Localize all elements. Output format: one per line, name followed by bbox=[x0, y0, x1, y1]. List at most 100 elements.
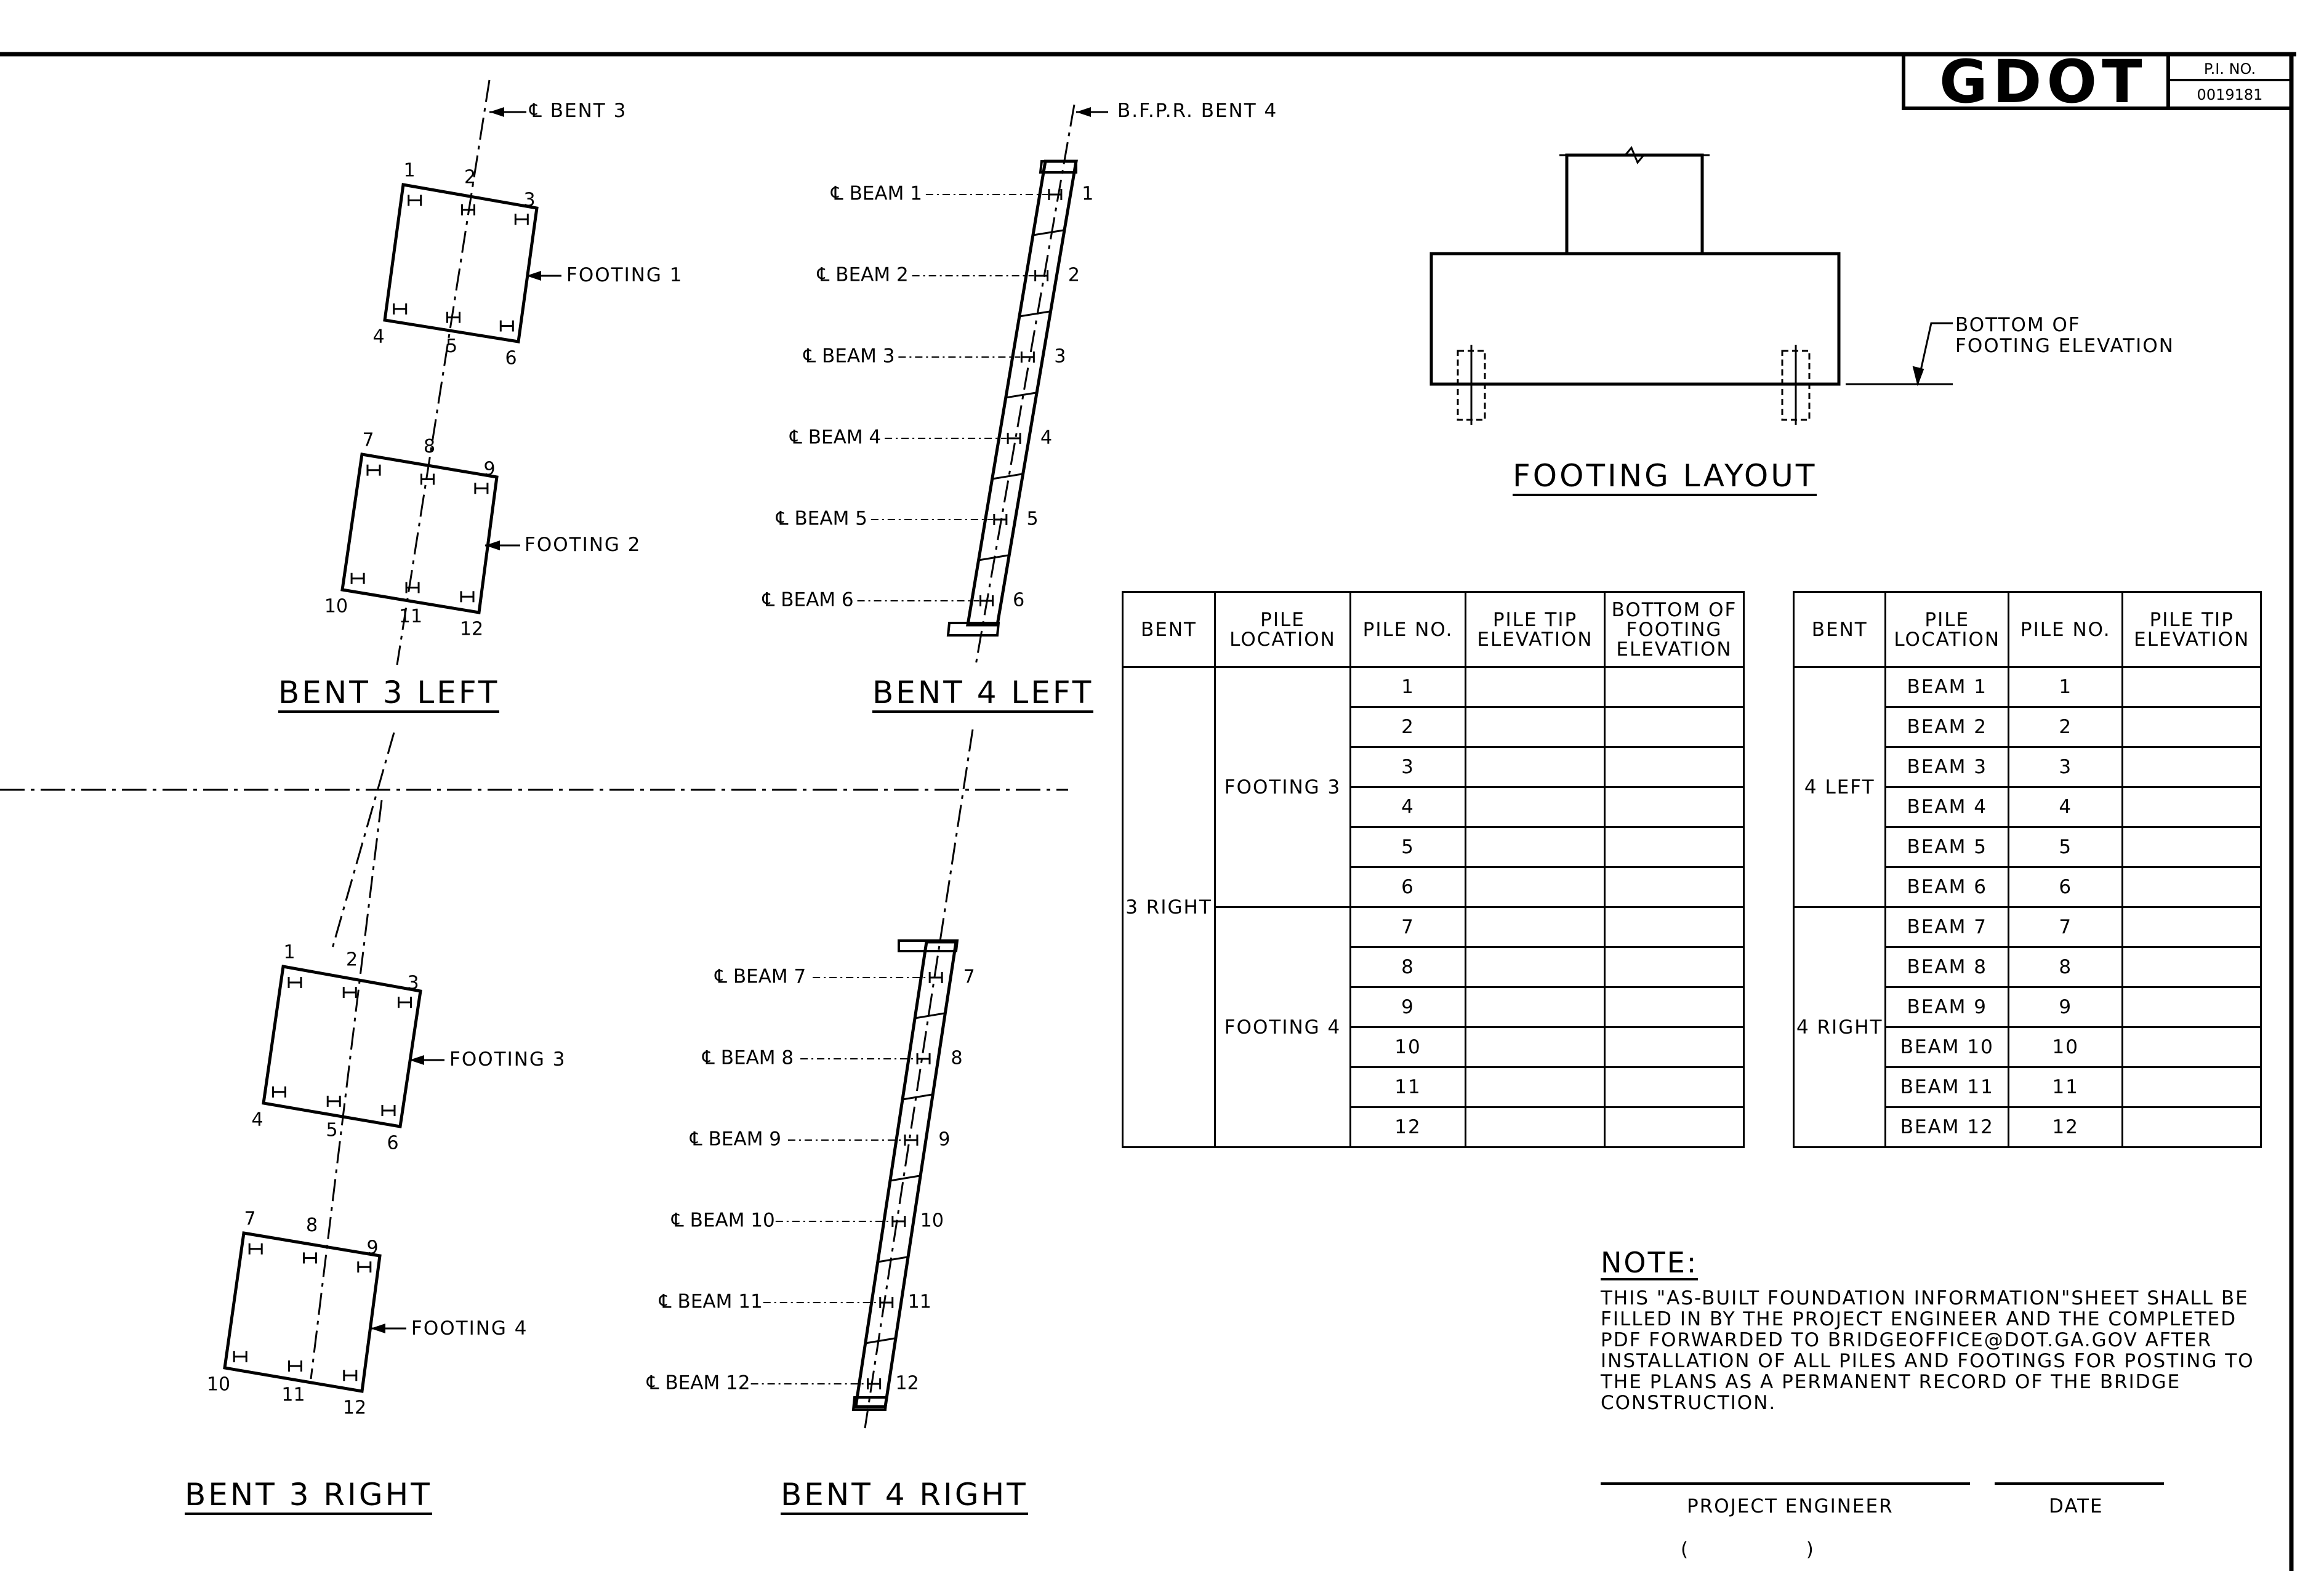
pile-tip-entry[interactable] bbox=[2121, 786, 2262, 828]
footing-elev-entry[interactable] bbox=[1604, 826, 1745, 868]
pile-no-cell: 3 bbox=[2008, 746, 2124, 788]
segment-divider bbox=[978, 554, 1009, 561]
pile-tip-entry[interactable] bbox=[1465, 746, 1606, 788]
pile-mark bbox=[408, 195, 422, 206]
pile-tip-entry[interactable] bbox=[1465, 1106, 1606, 1148]
pile-tip-entry[interactable] bbox=[1465, 1066, 1606, 1108]
beam-centerline-label: ℄ BEAM 3 bbox=[803, 345, 895, 368]
bottom-of-footing-callout-1: BOTTOM OF bbox=[1955, 314, 2081, 336]
pile-tip-entry[interactable] bbox=[2121, 1066, 2262, 1108]
pile-no-cell: 7 bbox=[1349, 906, 1466, 948]
pile-tip-entry[interactable] bbox=[2121, 946, 2262, 988]
pile-number-label: 3 bbox=[1054, 346, 1066, 368]
arrowhead bbox=[371, 1324, 385, 1333]
footing-elev-entry[interactable] bbox=[1604, 1026, 1745, 1068]
pile-tip-entry[interactable] bbox=[1465, 1026, 1606, 1068]
foundation-table-bent3: BENT PILE LOCATION PILE NO. PILE TIP ELE… bbox=[1122, 591, 1745, 1148]
footing-elev-entry[interactable] bbox=[1604, 666, 1745, 708]
pile-number-label: 5 bbox=[446, 335, 457, 357]
pile-tip-entry[interactable] bbox=[1465, 706, 1606, 748]
footing-elev-entry[interactable] bbox=[1604, 1066, 1745, 1108]
footing-1-outline bbox=[383, 183, 539, 344]
header-pile-location: PILE LOCATION bbox=[1214, 591, 1351, 668]
pile-tip-entry[interactable] bbox=[2121, 866, 2262, 908]
pile-number-label: 4 bbox=[1040, 427, 1052, 449]
pile-no-cell: 11 bbox=[1349, 1066, 1466, 1108]
pile-number-label: 8 bbox=[951, 1048, 963, 1069]
pile-tip-entry[interactable] bbox=[2121, 1026, 2262, 1068]
bent4-bfpr-label: B.F.P.R. BENT 4 bbox=[1117, 100, 1278, 122]
pile-number-label: 11 bbox=[908, 1292, 931, 1313]
footing-elev-entry[interactable] bbox=[1604, 986, 1745, 1028]
footing-elev-entry[interactable] bbox=[1604, 786, 1745, 828]
pile-tip-entry[interactable] bbox=[1465, 866, 1606, 908]
pile-mark bbox=[1048, 189, 1063, 200]
pile-number-label: 12 bbox=[343, 1397, 366, 1419]
footing-elev-entry[interactable] bbox=[1604, 1106, 1745, 1148]
pile-mark bbox=[904, 1135, 919, 1146]
pile-tip-entry[interactable] bbox=[1465, 986, 1606, 1028]
segment-divider bbox=[877, 1256, 908, 1263]
footing-elev-entry[interactable] bbox=[1604, 706, 1745, 748]
header-pile-no: PILE NO. bbox=[2008, 591, 2124, 668]
pile-number-label: 6 bbox=[1013, 590, 1024, 611]
pile-tip-entry[interactable] bbox=[1465, 946, 1606, 988]
cap-end-block bbox=[898, 939, 959, 952]
pile-number-label: 12 bbox=[460, 619, 483, 640]
beam-centerline-label: ℄ BEAM 9 bbox=[690, 1128, 781, 1151]
pile-mark bbox=[460, 591, 475, 603]
pile-no-cell: 8 bbox=[2008, 946, 2124, 988]
pile-tip-entry[interactable] bbox=[1465, 786, 1606, 828]
pile-location-cell: BEAM 2 bbox=[1884, 706, 2010, 748]
pile-no-cell: 11 bbox=[2008, 1066, 2124, 1108]
segment-divider bbox=[865, 1337, 895, 1344]
bent4-right-cap-outline bbox=[854, 940, 958, 1408]
pile-tip-entry[interactable] bbox=[2121, 826, 2262, 868]
footing-elev-entry[interactable] bbox=[1604, 946, 1745, 988]
pile-mark bbox=[272, 1086, 286, 1098]
pile-tip-entry[interactable] bbox=[2121, 906, 2262, 948]
footing-elev-entry[interactable] bbox=[1604, 906, 1745, 948]
footing-elev-entry[interactable] bbox=[1604, 746, 1745, 788]
segment-divider bbox=[914, 1012, 945, 1019]
footing-elev-entry[interactable] bbox=[1604, 866, 1745, 908]
pile-mark bbox=[867, 1378, 882, 1389]
header-bent: BENT bbox=[1792, 591, 1887, 668]
segment-divider bbox=[1032, 229, 1064, 236]
pile-number-label: 10 bbox=[207, 1374, 230, 1396]
arrowhead bbox=[409, 1055, 424, 1065]
pile-tip-entry[interactable] bbox=[2121, 746, 2262, 788]
pile-mark bbox=[288, 1360, 302, 1372]
pile-no-cell: 10 bbox=[2008, 1026, 2124, 1068]
pile-no-cell: 9 bbox=[1349, 986, 1466, 1028]
header-pile-tip-elevation: PILE TIP ELEVATION bbox=[1465, 591, 1606, 668]
engineer-name-parentheses: ( ) bbox=[1681, 1538, 1815, 1561]
pile-tip-entry[interactable] bbox=[1465, 826, 1606, 868]
arrowhead bbox=[489, 107, 504, 117]
bent-cell: 3 RIGHT bbox=[1122, 666, 1216, 1148]
pile-location-cell: BEAM 10 bbox=[1884, 1026, 2010, 1068]
footing-layout-drawing bbox=[1429, 146, 1953, 425]
pile-no-cell: 12 bbox=[1349, 1106, 1466, 1148]
pile-tip-entry[interactable] bbox=[1465, 666, 1606, 708]
project-engineer-label: PROJECT ENGINEER bbox=[1687, 1495, 1894, 1517]
pile-tip-entry[interactable] bbox=[2121, 1106, 2262, 1148]
pile-mark bbox=[342, 987, 357, 998]
header-pile-no: PILE NO. bbox=[1349, 591, 1466, 668]
pile-number-label: 2 bbox=[346, 949, 358, 971]
beam-centerline-label: ℄ BEAM 10 bbox=[671, 1210, 775, 1232]
footing-2-label: FOOTING 2 bbox=[525, 534, 641, 556]
pile-tip-entry[interactable] bbox=[1465, 906, 1606, 948]
pile-tip-entry[interactable] bbox=[2121, 986, 2262, 1028]
pile-number-label: 6 bbox=[387, 1133, 398, 1154]
segment-divider bbox=[1019, 310, 1050, 318]
footing-3-label: FOOTING 3 bbox=[449, 1048, 566, 1071]
pile-mark bbox=[928, 972, 943, 983]
pile-number-label: 4 bbox=[251, 1109, 263, 1131]
pile-tip-entry[interactable] bbox=[2121, 666, 2262, 708]
pile-number-label: 9 bbox=[938, 1129, 950, 1151]
pile-mark bbox=[343, 1370, 358, 1381]
pile-tip-entry[interactable] bbox=[2121, 706, 2262, 748]
bent4-right-title: BENT 4 RIGHT bbox=[781, 1479, 1028, 1515]
